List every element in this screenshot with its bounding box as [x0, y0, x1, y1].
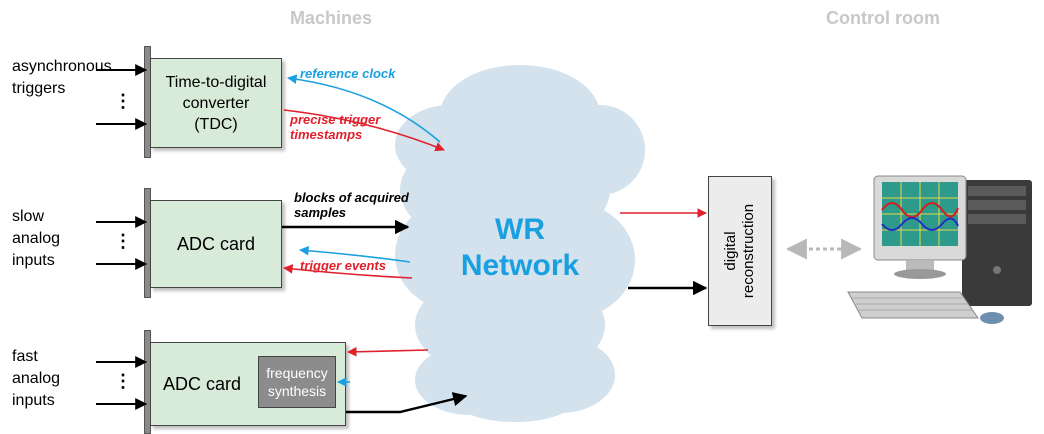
trigger-events-arrow: [283, 264, 413, 279]
machines-header: Machines: [290, 8, 373, 28]
computer-icon: [847, 175, 1032, 324]
reference-clock-label: reference clock: [300, 66, 396, 81]
adc-card-label-2: ADC card: [163, 373, 242, 394]
fast-adc-trigger-arrow: [347, 346, 429, 357]
trigger-events-label: trigger events: [300, 258, 386, 273]
adc-card-box-1: ADC card: [150, 200, 282, 288]
fast-adc-data-arrow: [346, 392, 468, 414]
reference-clock-arrow: [287, 74, 441, 143]
adc1-clock-arrow: [299, 245, 411, 263]
control-room-header: Control room: [826, 8, 940, 28]
timestamps-arrow: [283, 109, 445, 152]
